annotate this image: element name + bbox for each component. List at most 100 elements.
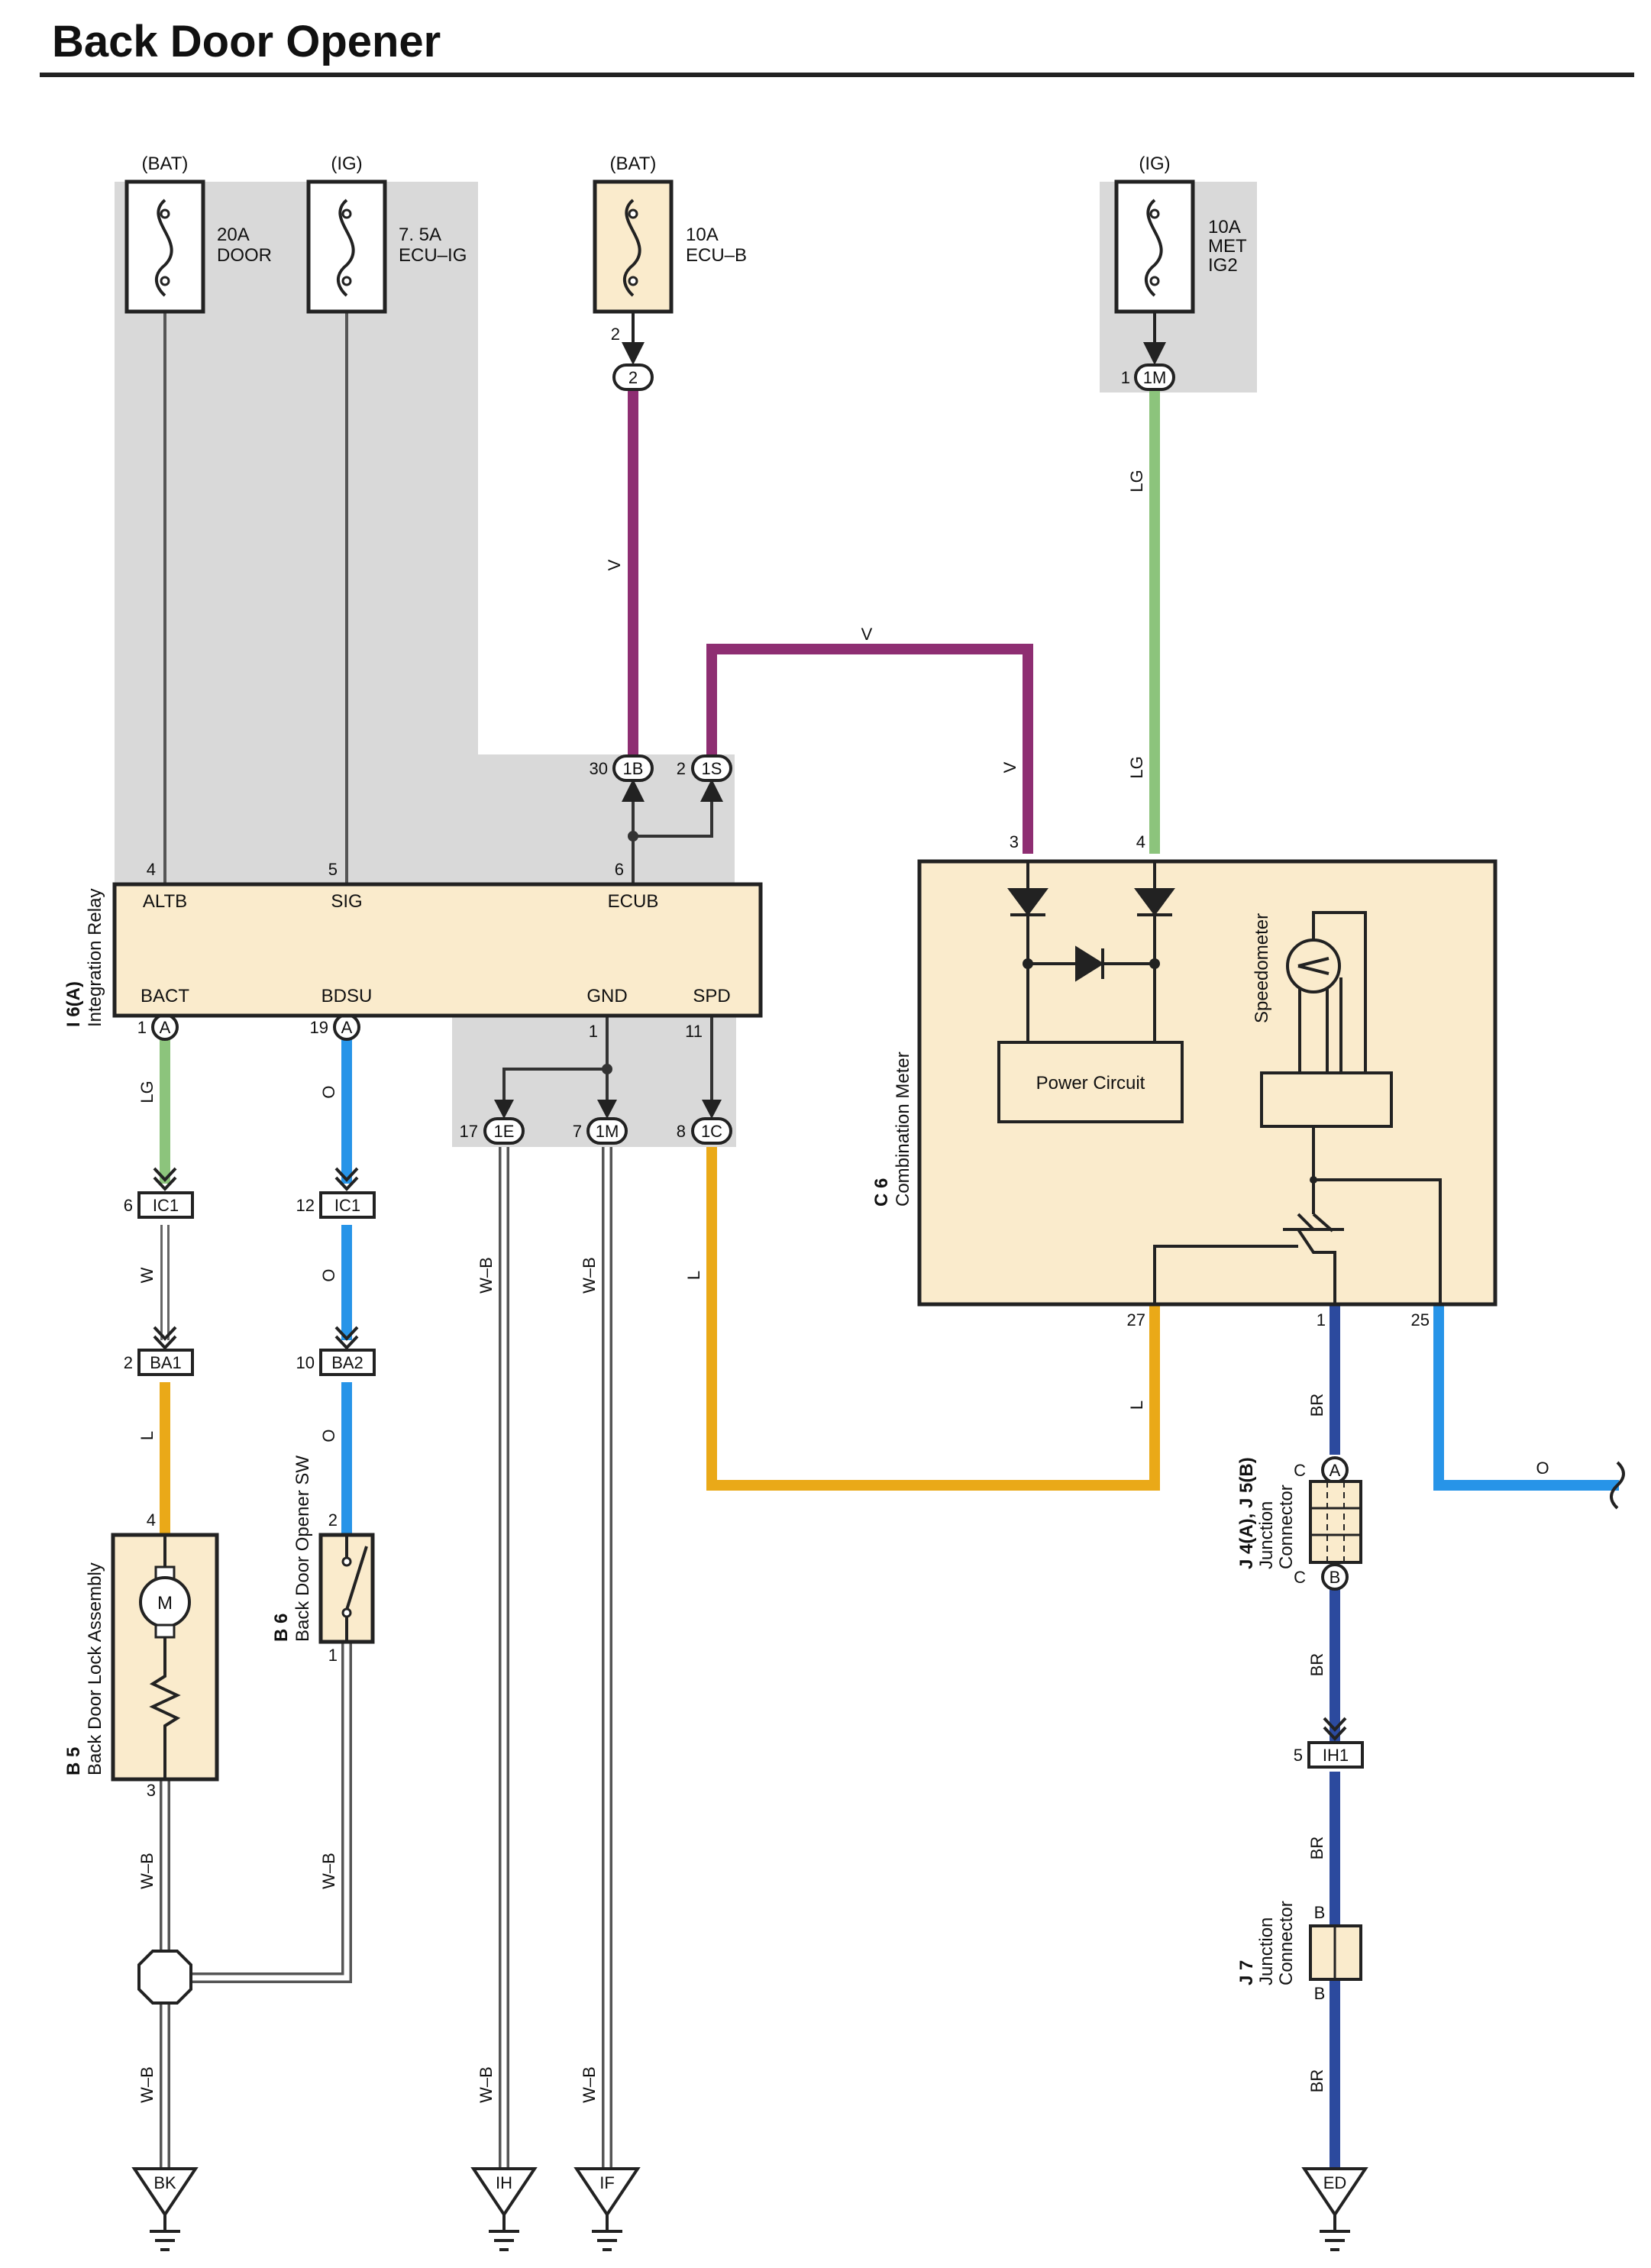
svg-text:ECU–B: ECU–B (686, 245, 747, 266)
svg-text:O: O (319, 1429, 338, 1442)
svg-text:IC1: IC1 (153, 1196, 179, 1215)
svg-text:Connector: Connector (1276, 1485, 1297, 1569)
conn-1e (483, 1117, 525, 1145)
svg-text:GND: GND (586, 986, 627, 1006)
svg-text:BA2: BA2 (331, 1353, 363, 1372)
fuse-feed-wires (163, 275, 348, 884)
rect-connectors (137, 1191, 1364, 1769)
svg-text:C 6: C 6 (871, 1178, 892, 1207)
svg-text:V: V (605, 559, 624, 570)
wire-wb (160, 1147, 612, 2169)
svg-text:4: 4 (147, 1510, 156, 1530)
conn-1b (612, 754, 654, 782)
wire-l (160, 1147, 1160, 1535)
svg-text:Back Door Opener SW: Back Door Opener SW (292, 1455, 313, 1642)
wire-break-symbol (1610, 1461, 1625, 1510)
svg-text:IF: IF (599, 2173, 615, 2192)
shade-relay-area (115, 182, 735, 884)
rect-connector-labels: IC1 IC1 BA1 BA2 IH1 (150, 1196, 1349, 1765)
svg-text:W–B: W–B (477, 2066, 496, 2103)
svg-text:7: 7 (573, 1122, 582, 1141)
wire-lg (160, 389, 1160, 1184)
connector-oval-labels: 2 1M 1B 1S 1E 1M 1C (494, 368, 1167, 1141)
svg-text:2: 2 (611, 325, 620, 344)
conn-1c (691, 1117, 732, 1145)
svg-text:3: 3 (147, 1781, 156, 1800)
svg-text:2: 2 (677, 759, 686, 778)
svg-text:IH: IH (496, 2173, 512, 2192)
svg-text:1M: 1M (1143, 368, 1167, 387)
svg-text:V: V (861, 625, 873, 644)
svg-text:6: 6 (615, 860, 624, 879)
wb-splice (137, 1950, 192, 2005)
svg-text:ECU–IG: ECU–IG (399, 245, 467, 266)
svg-text:ECUB: ECUB (608, 891, 659, 912)
svg-text:BR: BR (1307, 1837, 1326, 1860)
wire-v (628, 389, 1033, 854)
combination-meter: C 6 Combination Meter Power Circuit (871, 859, 1498, 1307)
svg-text:BR: BR (1307, 1394, 1326, 1417)
fuse-ecu-b: (BAT) 10A ECU–B (593, 153, 747, 355)
wire-ecub-junction (628, 794, 713, 884)
svg-text:10A: 10A (1208, 217, 1241, 237)
svg-text:2: 2 (124, 1353, 133, 1372)
svg-text:6: 6 (124, 1196, 133, 1215)
svg-text:W–B: W–B (137, 2066, 157, 2103)
svg-text:W–B: W–B (319, 1853, 338, 1889)
conn-1s (691, 754, 732, 782)
svg-text:BACT: BACT (141, 986, 189, 1006)
svg-text:O: O (319, 1268, 338, 1281)
svg-text:B: B (1314, 1984, 1326, 2003)
conn-ih1 (1307, 1741, 1364, 1769)
conn-2 (612, 363, 654, 391)
svg-text:MET: MET (1208, 236, 1247, 257)
svg-text:W–B: W–B (580, 1257, 599, 1294)
svg-text:27: 27 (1127, 1310, 1145, 1329)
circle-connector-labels: A A A B (160, 1018, 1341, 1587)
svg-text:4: 4 (1136, 832, 1145, 851)
svg-text:Combination Meter: Combination Meter (893, 1052, 913, 1207)
svg-text:2: 2 (628, 368, 638, 387)
ground-ed: ED (1301, 2167, 1368, 2251)
svg-text:(BAT): (BAT) (142, 153, 189, 174)
fuse-ecu-ig: (IG) 7. 5A ECU–IG (306, 153, 467, 314)
svg-text:1C: 1C (701, 1122, 722, 1141)
svg-text:O: O (1536, 1459, 1549, 1478)
wire-color-labels: V V V LG LG LG O O O O W L L L W–B W–B W… (137, 470, 1549, 2103)
ground-ih: IH (470, 2167, 538, 2251)
svg-text:C: C (1294, 1461, 1306, 1480)
svg-text:1E: 1E (494, 1122, 515, 1141)
b6-back-door-opener-sw: B 6 Back Door Opener SW (271, 1455, 375, 1644)
svg-text:11: 11 (685, 1022, 703, 1041)
svg-text:Junction: Junction (1256, 1501, 1277, 1569)
svg-text:SIG: SIG (331, 891, 362, 912)
svg-text:J 4(A), J 5(B): J 4(A), J 5(B) (1236, 1457, 1257, 1569)
svg-text:BR: BR (1307, 1653, 1326, 1677)
svg-text:25: 25 (1411, 1310, 1430, 1329)
svg-text:W: W (137, 1267, 157, 1283)
svg-text:ALTB: ALTB (143, 891, 187, 912)
svg-text:M: M (157, 1593, 173, 1614)
svg-text:1: 1 (328, 1646, 338, 1665)
svg-text:A: A (1330, 1461, 1341, 1480)
svg-text:IG2: IG2 (1208, 255, 1238, 276)
svg-text:W–B: W–B (580, 2066, 599, 2103)
svg-text:LG: LG (137, 1081, 157, 1103)
svg-text:10: 10 (296, 1353, 315, 1372)
conn-ic1-b (319, 1191, 376, 1219)
svg-text:BK: BK (153, 2173, 176, 2192)
svg-text:C: C (1294, 1568, 1306, 1587)
b5-back-door-lock: M B 5 Back Door Lock Assembly (63, 1533, 219, 1782)
svg-text:(BAT): (BAT) (610, 153, 657, 174)
svg-text:L: L (1127, 1401, 1146, 1410)
svg-text:B: B (1330, 1568, 1341, 1587)
svg-text:2: 2 (328, 1510, 338, 1530)
svg-text:L: L (684, 1271, 703, 1280)
svg-text:3: 3 (1010, 832, 1019, 851)
svg-text:B 6: B 6 (271, 1614, 292, 1642)
svg-text:IH1: IH1 (1323, 1746, 1349, 1765)
svg-text:20A: 20A (217, 225, 250, 245)
svg-text:5: 5 (1294, 1746, 1303, 1765)
svg-text:17: 17 (460, 1122, 478, 1141)
